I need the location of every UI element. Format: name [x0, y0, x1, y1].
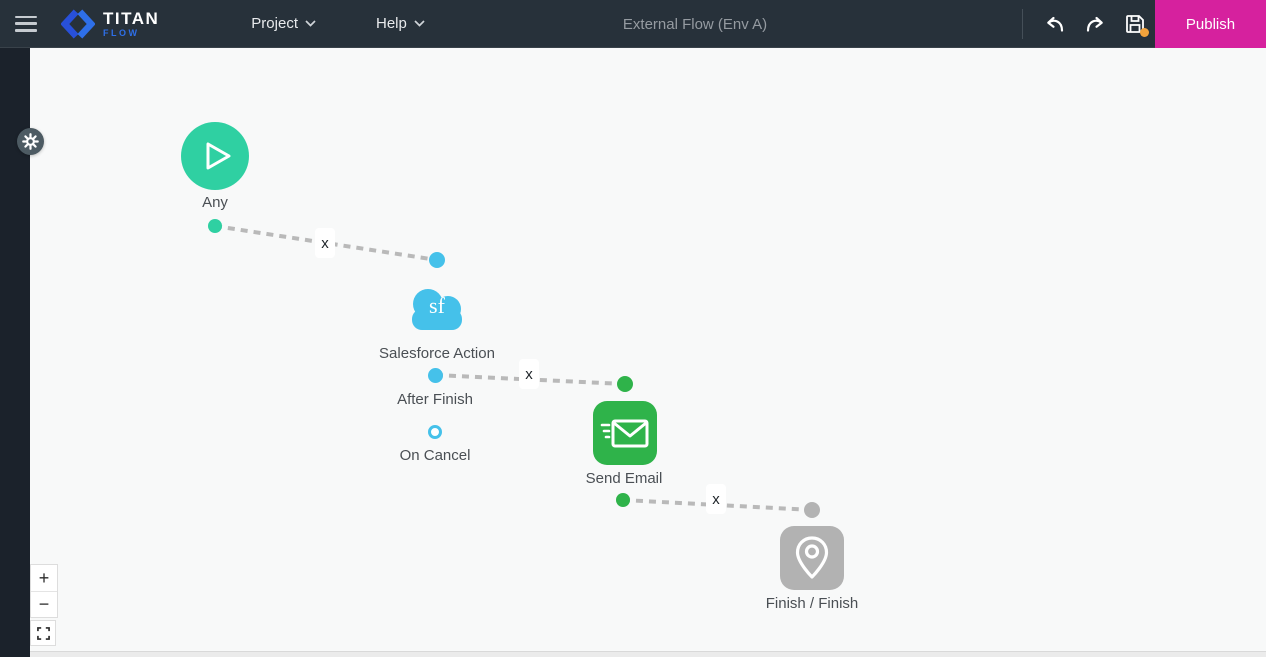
fullscreen-button[interactable]: [30, 620, 56, 646]
port-email-output[interactable]: [616, 493, 630, 507]
port-on-cancel-label: On Cancel: [399, 447, 471, 464]
port-email-input[interactable]: [617, 376, 633, 392]
port-on-cancel[interactable]: [428, 425, 442, 439]
toolbar-divider: [1022, 9, 1023, 39]
logo-subtitle: FLOW: [103, 27, 140, 38]
zoom-in-button[interactable]: +: [31, 565, 57, 591]
port-after-finish-label: After Finish: [397, 391, 473, 408]
redo-button[interactable]: [1075, 4, 1115, 44]
salesforce-sf-badge: sf: [429, 293, 445, 318]
help-menu[interactable]: Help: [376, 15, 425, 32]
chevron-down-icon: [414, 20, 425, 27]
play-icon: [206, 142, 230, 170]
project-menu-label: Project: [251, 15, 298, 32]
port-finish-input[interactable]: [804, 502, 820, 518]
logo-title: TITAN: [103, 8, 160, 28]
titan-logo-icon: [61, 8, 95, 39]
delete-connection-1-button[interactable]: x: [315, 228, 335, 258]
cloud-icon: [412, 289, 462, 330]
delete-connection-2-button[interactable]: x: [519, 359, 539, 389]
canvas-zoom-controls: + −: [30, 564, 58, 646]
node-send-email-label: Send Email: [585, 470, 663, 487]
publish-button[interactable]: Publish: [1155, 0, 1266, 48]
node-any-label: Any: [202, 194, 228, 211]
node-finish-label: Finish / Finish: [765, 595, 859, 612]
port-after-finish[interactable]: [428, 368, 443, 383]
chevron-down-icon: [305, 20, 316, 27]
redo-icon: [1086, 16, 1103, 32]
port-any-output[interactable]: [208, 219, 222, 233]
node-salesforce-action[interactable]: sf: [401, 283, 473, 335]
flow-title: External Flow (Env A): [622, 15, 768, 33]
settings-button[interactable]: [17, 128, 44, 155]
hamburger-menu-icon[interactable]: [15, 15, 37, 32]
location-pin-icon: [795, 536, 829, 579]
zoom-out-button[interactable]: −: [31, 591, 57, 617]
undo-icon: [1047, 16, 1064, 32]
titan-flow-logo: TITAN FLOW: [61, 7, 159, 41]
horizontal-scrollbar[interactable]: [30, 651, 1266, 657]
project-menu[interactable]: Project: [251, 15, 316, 32]
fullscreen-icon: [36, 626, 50, 640]
node-finish[interactable]: [780, 526, 844, 590]
top-bar: TITAN FLOW Project Help External Flow (E…: [0, 0, 1266, 48]
node-send-email[interactable]: [593, 401, 657, 465]
node-salesforce-label: Salesforce Action: [379, 345, 495, 362]
undo-button[interactable]: [1035, 4, 1075, 44]
save-button[interactable]: [1115, 4, 1155, 44]
help-menu-label: Help: [375, 15, 407, 32]
unsaved-indicator-dot: [1140, 28, 1149, 37]
email-icon: [600, 419, 649, 448]
port-salesforce-input[interactable]: [429, 252, 445, 268]
node-any[interactable]: [181, 122, 249, 190]
gear-icon: [22, 133, 39, 150]
delete-connection-3-button[interactable]: x: [706, 484, 726, 514]
